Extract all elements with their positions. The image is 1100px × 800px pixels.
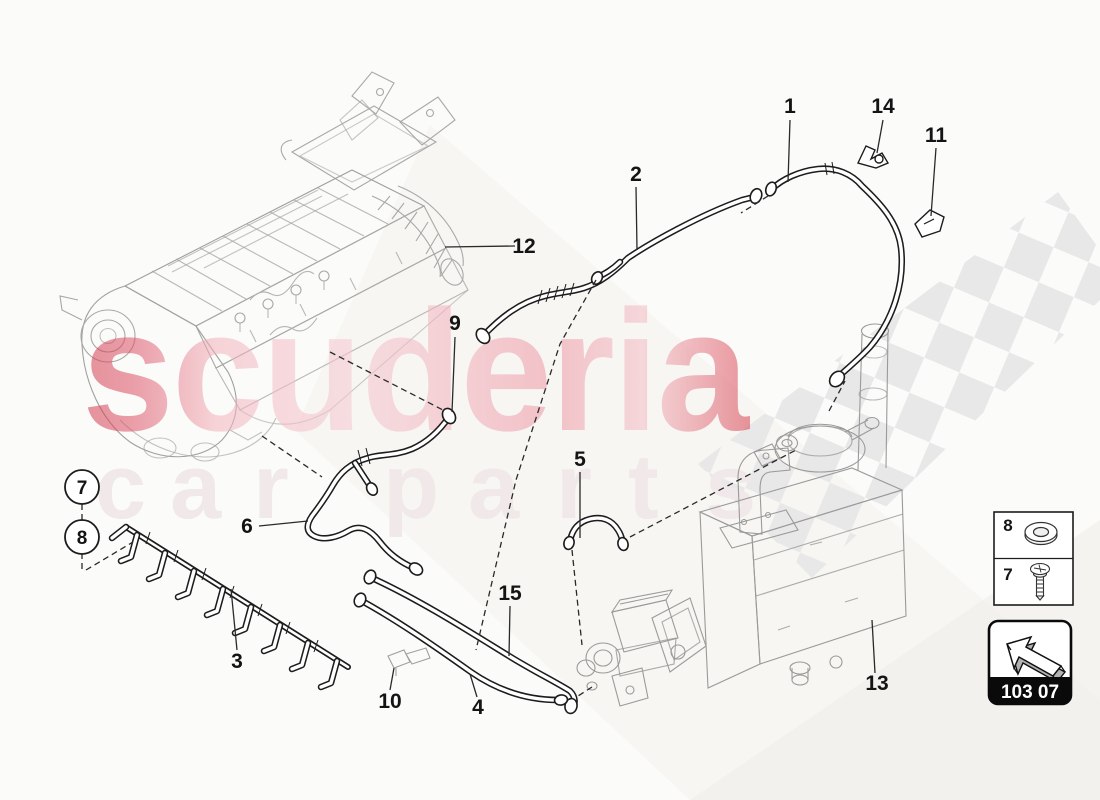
wm-letter: a [468, 436, 520, 538]
callout-12: 12 [512, 235, 535, 258]
callout-2: 2 [630, 163, 642, 186]
section-code-label: 103 07 [1001, 682, 1059, 703]
arrow-up-left-icon [1006, 635, 1067, 683]
bracket-11 [914, 209, 945, 238]
callout-6: 6 [241, 515, 253, 538]
hose-9-6-assembly [304, 413, 453, 572]
watermark-carparts: c a r p a r t s [95, 436, 756, 538]
callout-8: 8 [77, 528, 88, 549]
hose-15-4-assembly [358, 574, 578, 713]
wm-letter: c [95, 436, 146, 538]
callout-3: 3 [231, 650, 243, 673]
callout-1: 1 [784, 95, 796, 118]
fasteners-legend-box: 8 7 [993, 511, 1074, 606]
section-code-box[interactable]: 103 07 [987, 619, 1073, 706]
engine-illustration [59, 71, 469, 462]
callout-11: 11 [925, 124, 948, 147]
legend-row1-number: 8 [1003, 516, 1012, 535]
ignition-rail [108, 523, 351, 691]
legend-row2-number: 7 [1003, 565, 1012, 584]
callout-5: 5 [574, 448, 586, 471]
wm-letter: a [170, 436, 222, 538]
callout-9: 9 [449, 312, 461, 335]
wm-letter: r [253, 436, 289, 538]
screw-icon [1029, 562, 1051, 601]
callout-10: 10 [378, 690, 401, 713]
circled-callouts: 7 8 [64, 469, 100, 555]
callout-15: 15 [498, 582, 522, 605]
callout-7: 7 [77, 478, 88, 499]
clamp-14 [857, 145, 890, 169]
callout-4: 4 [472, 696, 484, 719]
callout-13: 13 [865, 672, 888, 695]
leader-lines [230, 119, 937, 698]
hose-fittings [353, 181, 846, 715]
dashed-leader-lines [81, 195, 846, 697]
watermark-scuderia: scuderia [82, 275, 750, 467]
callout-14: 14 [871, 95, 895, 118]
part-callouts: 1 2 3 4 5 6 9 10 11 12 13 14 15 [231, 95, 947, 719]
wm-letter: t [628, 436, 659, 538]
reservoir-tank-illustration [387, 323, 907, 707]
washer-icon [1024, 521, 1058, 546]
